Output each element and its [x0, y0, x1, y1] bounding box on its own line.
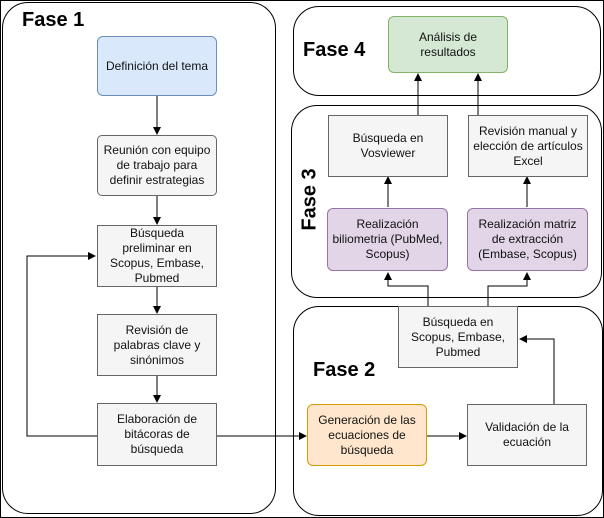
phase-2-title: Fase 2 [313, 359, 376, 381]
phase-1-title: Fase 1 [22, 9, 85, 31]
node-bibliometria: Realización biliometria (PubMed, Scopus) [327, 208, 448, 271]
node-revision-manual: Revisión manual y elección de artículos … [468, 115, 588, 177]
phase-4-container [293, 6, 601, 96]
arrow-elaboracion-loop [26, 252, 97, 437]
node-reunion-equipo: Reunión con equipo de trabajo para defin… [97, 135, 217, 196]
node-busqueda-preliminar: Búsqueda preliminar en Scopus, Embase, P… [97, 225, 217, 287]
phase-4-title: Fase 4 [303, 39, 366, 61]
node-definicion-tema: Definición del tema [97, 36, 217, 96]
arrow-busqueda-bibliometria [384, 272, 429, 306]
node-analisis-resultados: Análisis de resultados [388, 16, 508, 73]
arrow-validacion-busqueda [519, 335, 555, 404]
node-validacion-ecuacion: Validación de la ecuación [467, 404, 587, 466]
node-generacion-ecuaciones: Generación de las ecuaciones de búsqueda [307, 404, 427, 466]
node-busqueda-vosviewer: Búsqueda en Vosviewer [328, 115, 448, 177]
node-matriz-extraccion: Realización matriz de extracción (Embase… [467, 208, 588, 271]
node-revision-palabras: Revisión de palabras clave y sinónimos [97, 314, 217, 376]
phase-1-container [2, 2, 276, 514]
node-busqueda-scopus: Búsqueda en Scopus, Embase, Pubmed [398, 306, 518, 368]
phase-3-container [291, 105, 602, 298]
arrow-busqueda-matriz [487, 272, 531, 306]
node-elaboracion-bitacoras: Elaboración de bitácoras de búsqueda [97, 403, 217, 466]
